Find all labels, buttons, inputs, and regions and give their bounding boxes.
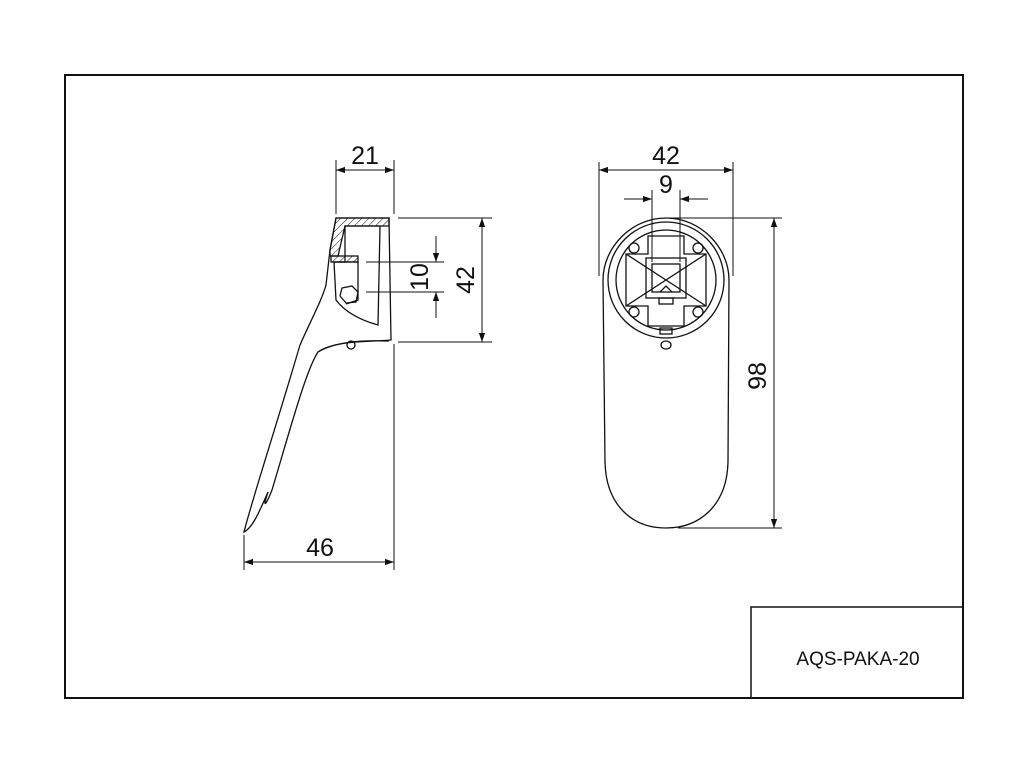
dim-10: 10 [406, 263, 434, 291]
bottom-slot [659, 327, 673, 335]
cross-line-2 [625, 253, 707, 307]
front-body-outline [602, 217, 730, 529]
screw [339, 285, 359, 304]
hatched-insert [330, 255, 359, 263]
dim-98: 98 [744, 362, 772, 390]
inner-step [334, 261, 359, 305]
screw-hole-bl [628, 306, 640, 318]
socket-notch [659, 285, 673, 293]
part-number: AQS-PAKA-20 [796, 649, 919, 670]
hub-inner [615, 229, 717, 331]
dim-42-front: 42 [652, 142, 680, 170]
title-block [750, 606, 964, 699]
front-view [602, 217, 730, 529]
drawing-frame [64, 74, 964, 699]
screw-hole-tl [628, 242, 640, 254]
dim-42-side: 42 [452, 266, 480, 294]
front-pin [660, 340, 672, 350]
screw-hole-tr [692, 242, 704, 254]
screw-hole-br [692, 306, 704, 318]
cross-frame [625, 235, 707, 327]
screw-pin [346, 340, 356, 350]
dim-9: 9 [659, 171, 673, 199]
dim-21: 21 [351, 142, 379, 170]
square-socket-inner [651, 263, 681, 293]
dim-46: 46 [306, 534, 334, 562]
lever-outline [243, 217, 392, 534]
side-dimensions [243, 160, 492, 570]
socket-tab [658, 297, 674, 305]
inner-cavity [333, 225, 381, 326]
side-view [243, 217, 392, 534]
hub-outer [607, 221, 725, 339]
front-dimensions [598, 162, 782, 529]
handle-inner-curve [317, 340, 390, 353]
